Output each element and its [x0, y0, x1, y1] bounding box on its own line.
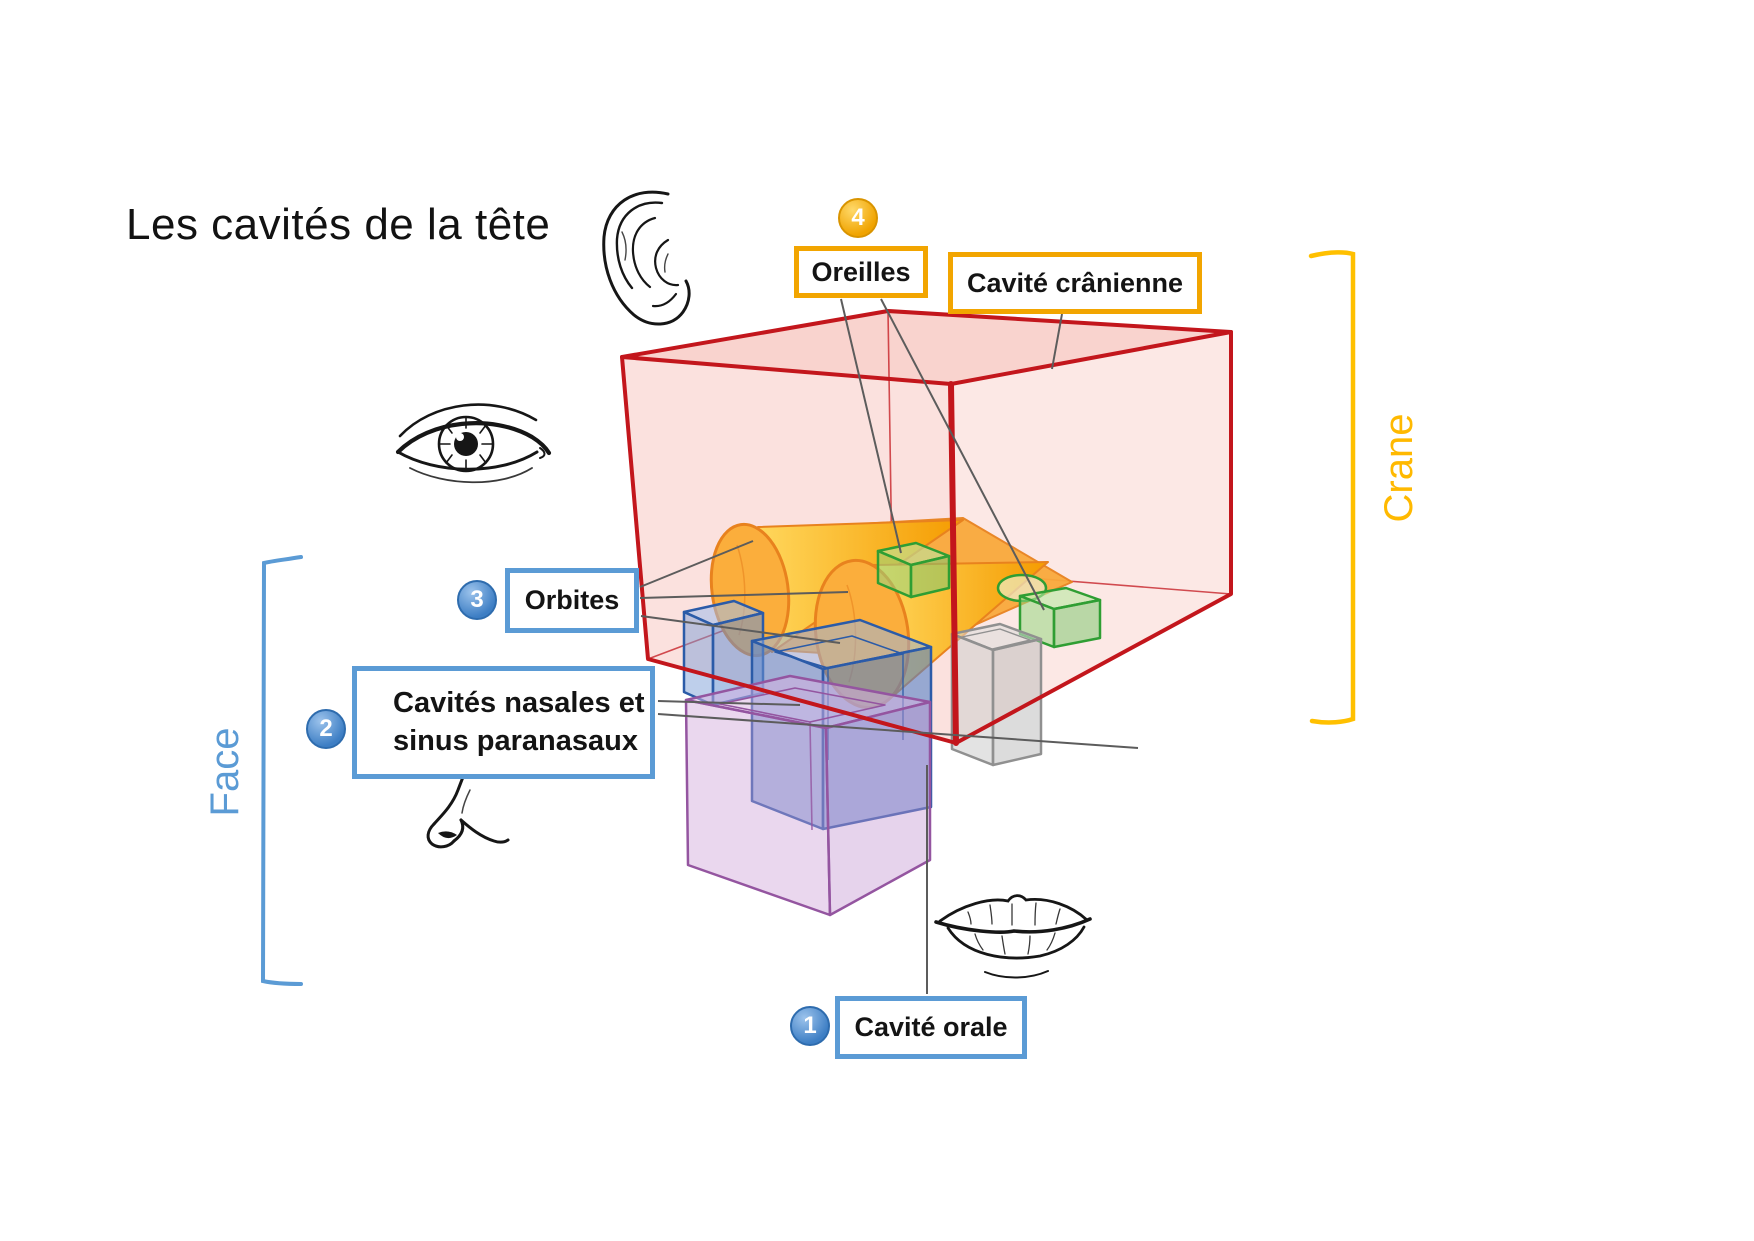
badge-cavite-orale: 1 [790, 1006, 830, 1046]
crane-bracket [1308, 250, 1356, 725]
label-orbites-text: Orbites [524, 585, 620, 615]
label-cavite-orale-text: Cavité orale [854, 1012, 1008, 1042]
eye-illustration [395, 403, 552, 484]
badge-cavites-nasales-number: 2 [319, 715, 333, 742]
cranial-cavity-edges [620, 309, 1233, 746]
face-bracket [260, 555, 303, 986]
label-cavites-nasales-line2: sinus paranasaux [393, 724, 638, 757]
label-oreilles: Oreilles [794, 246, 928, 298]
face-group-label: Face [202, 727, 247, 817]
label-oreilles-text: Oreilles [811, 256, 911, 287]
badge-orbites: 3 [457, 580, 497, 620]
badge-oreilles-number: 4 [851, 204, 865, 231]
label-cavite-cranienne: Cavité crânienne [948, 252, 1202, 314]
label-cavite-orale: Cavité orale [835, 996, 1027, 1059]
label-cavites-nasales-line1: Cavités nasales et [393, 687, 645, 720]
connector-lines [639, 298, 1139, 994]
mouth-illustration [934, 894, 1092, 979]
badge-oreilles: 4 [838, 198, 878, 238]
label-orbites: Orbites [505, 568, 639, 633]
badge-orbites-number: 3 [470, 586, 484, 613]
sinus-box [950, 622, 1043, 767]
badge-cavites-nasales: 2 [306, 709, 346, 749]
page-title: Les cavités de la tête [126, 200, 551, 249]
oral-cavity-box [684, 674, 932, 917]
crane-group-label: Crane [1376, 413, 1421, 523]
label-cavite-cranienne-text: Cavité crânienne [966, 267, 1184, 298]
badge-cavite-orale-number: 1 [803, 1012, 817, 1039]
label-cavites-nasales: Cavités nasales et sinus paranasaux [352, 666, 655, 779]
ear-illustration [602, 190, 691, 326]
